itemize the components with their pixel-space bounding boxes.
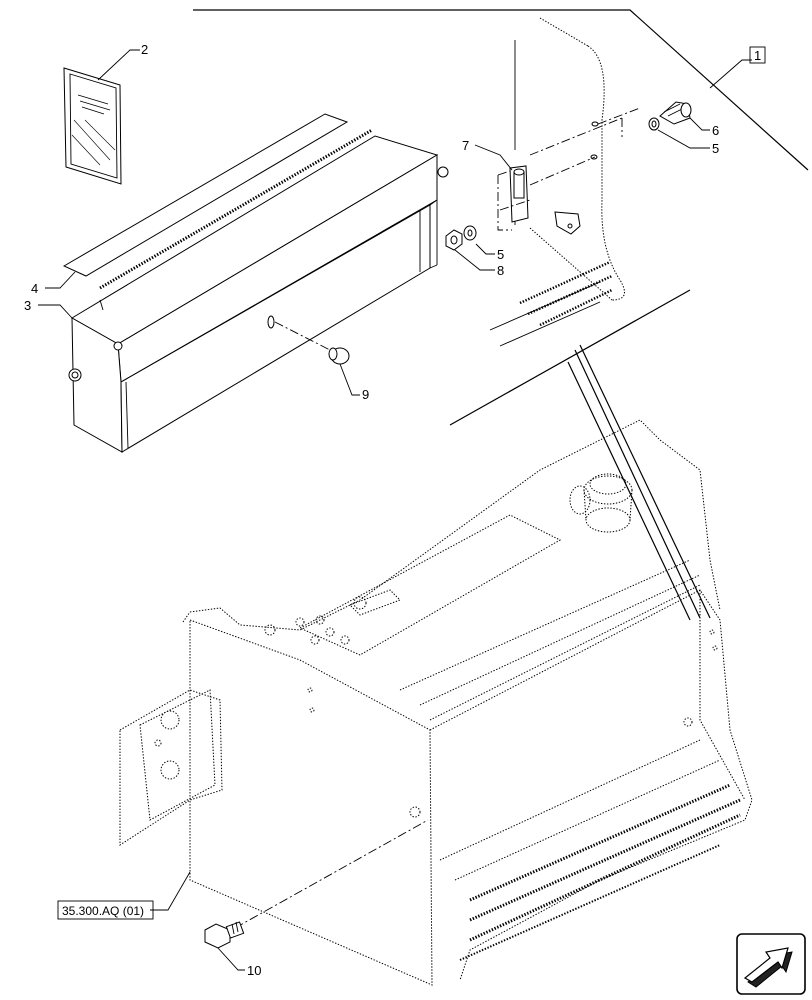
detail-leaders [567, 344, 711, 621]
callout-1: 1 [754, 48, 761, 63]
callout-6: 6 [712, 123, 719, 138]
next-page-arrow-icon[interactable] [736, 933, 806, 995]
operator-manual-booklet [63, 67, 122, 185]
mounting-wall [489, 17, 625, 347]
fasteners-upper [445, 101, 692, 251]
callout-3: 3 [24, 298, 31, 313]
callout-2: 2 [141, 42, 148, 57]
callout-10: 10 [247, 963, 261, 978]
reference-link[interactable]: 35.300.AQ (01) [57, 900, 154, 920]
storage-box [68, 128, 449, 453]
bolt-lower [204, 819, 429, 949]
callout-7: 7 [462, 138, 469, 153]
latch-assembly [497, 107, 641, 231]
reference-label[interactable]: 35.300.AQ (01) [62, 904, 144, 918]
plug [274, 321, 350, 365]
callout-9: 9 [362, 387, 369, 402]
callout-5-upper: 5 [712, 141, 719, 156]
main-frame-assembly [119, 419, 753, 986]
callout-5-lower: 5 [497, 247, 504, 262]
seal-strip [62, 113, 349, 277]
callout-numbers: 1 2 3 4 5 5 6 7 8 9 10 [24, 42, 766, 978]
reference-box[interactable] [57, 900, 154, 920]
callout-leaders [38, 49, 752, 971]
callout-8: 8 [497, 263, 504, 278]
detail-frame [193, 9, 809, 426]
callout-4: 4 [31, 281, 38, 296]
callout-1-box [749, 46, 766, 64]
